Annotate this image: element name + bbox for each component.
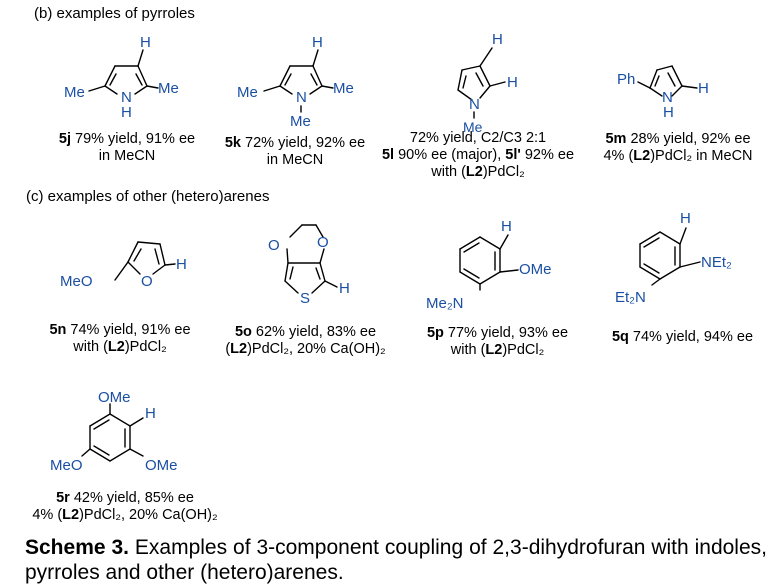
compound-5k-caption: 5k 72% yield, 92% ee in MeCN <box>224 135 366 168</box>
methyl-label: Me <box>64 84 85 101</box>
compound-5q-id: 5q <box>611 329 629 345</box>
structure-5k: H Me Me N Me <box>237 34 354 130</box>
scheme-caption: Scheme 3. Examples of 3-component coupli… <box>25 535 767 585</box>
oxygen-label: O <box>268 237 280 254</box>
dimethylamino-label: Me₂N <box>426 295 464 312</box>
nitrogen-label: N <box>296 89 307 106</box>
compound-5p-id: 5p <box>426 325 444 341</box>
nitrogen-label: N <box>121 89 132 106</box>
diethylamino-label: Et₂N <box>615 289 646 306</box>
compound-5o-caption: 5o 62% yield, 83% ee (L2)PdCl₂, 20% Ca(O… <box>225 324 386 357</box>
compound-5m-id: 5m <box>605 131 627 147</box>
compound-5r-caption: 5r 42% yield, 85% ee 4% (L2)PdCl₂, 20% C… <box>32 490 218 523</box>
compound-5p-caption: 5p 77% yield, 93% ee with (L2)PdCl₂ <box>426 325 569 358</box>
compound-5r-id: 5r <box>56 490 70 506</box>
methoxy-label: OMe <box>145 457 178 474</box>
hydrogen-label: H <box>492 31 503 48</box>
ligand-label: L2 <box>633 148 651 164</box>
compound-5n-caption: 5n 74% yield, 91% ee with (L2)PdCl₂ <box>49 322 191 355</box>
pyrroles-section-heading: (b) examples of pyrroles <box>34 5 195 22</box>
compound-5j-id: 5j <box>58 131 71 147</box>
structure-5m: Ph N H H <box>617 65 709 121</box>
methoxy-label: MeO <box>60 273 93 290</box>
compound-5n-id: 5n <box>49 322 67 338</box>
hydrogen-label: H <box>121 104 132 121</box>
compound-5l-id: 5l <box>381 147 395 163</box>
methyl-label: Me <box>463 119 483 135</box>
compound-5j-caption: 5j 79% yield, 91% ee in MeCN <box>58 131 196 164</box>
ligand-label: L2 <box>465 164 483 180</box>
structure-5l: H H N Me <box>457 31 518 135</box>
scheme-label: Scheme 3. <box>25 536 129 559</box>
methyl-label: Me <box>158 80 179 97</box>
methoxy-label: OMe <box>519 261 552 278</box>
methoxy-label: MeO <box>50 457 83 474</box>
scheme-caption-text: Examples of 3-component coupling of 2,3-… <box>25 536 767 584</box>
oxygen-label: O <box>317 234 329 251</box>
hydrogen-label: H <box>501 218 512 235</box>
ligand-label: L2 <box>107 339 125 355</box>
compound-5l-caption: 72% yield, C2/C3 2:1 5l 90% ee (major), … <box>381 130 575 180</box>
compound-5m-caption: 5m 28% yield, 92% ee 4% (L2)PdCl₂ in MeC… <box>603 131 753 164</box>
hydrogen-label: H <box>698 80 709 97</box>
compound-5l-prime-id: 5l' <box>505 147 521 163</box>
methyl-label: Me <box>237 84 258 101</box>
hydrogen-label: H <box>176 256 187 273</box>
ligand-label: L2 <box>485 342 503 358</box>
nitrogen-label: N <box>662 89 673 106</box>
structure-5q: H NEt₂ Et₂N <box>615 210 732 306</box>
ligand-label: L2 <box>230 341 248 357</box>
hydrogen-label: H <box>680 210 691 227</box>
hydrogen-label: H <box>339 280 350 297</box>
diethylamino-label: NEt₂ <box>701 254 732 271</box>
methyl-label: Me <box>290 113 311 130</box>
ligand-label: L2 <box>62 507 80 523</box>
structure-5p: H OMe Me₂N <box>426 218 552 312</box>
sulfur-label: S <box>300 290 310 307</box>
structure-5o: O O S H <box>268 224 350 307</box>
compound-5q-caption: 5q 74% yield, 94% ee <box>611 329 754 345</box>
methoxy-label: OMe <box>98 389 131 406</box>
compound-5k-id: 5k <box>224 135 241 151</box>
nitrogen-label: N <box>469 96 480 113</box>
structure-5j: H Me Me N H <box>64 34 179 121</box>
compound-5o-id: 5o <box>234 324 252 340</box>
hydrogen-label: H <box>140 34 151 51</box>
methyl-label: Me <box>333 80 354 97</box>
other-arenes-section-heading: (c) examples of other (hetero)arenes <box>26 188 270 205</box>
hydrogen-label: H <box>507 74 518 91</box>
structure-5r: OMe H MeO OMe <box>50 389 178 474</box>
oxygen-label: O <box>141 273 153 290</box>
structure-5n: MeO O H <box>60 241 187 290</box>
hydrogen-label: H <box>145 405 156 422</box>
hydrogen-label: H <box>312 34 323 51</box>
hydrogen-label: H <box>663 104 674 121</box>
phenyl-label: Ph <box>617 71 635 88</box>
